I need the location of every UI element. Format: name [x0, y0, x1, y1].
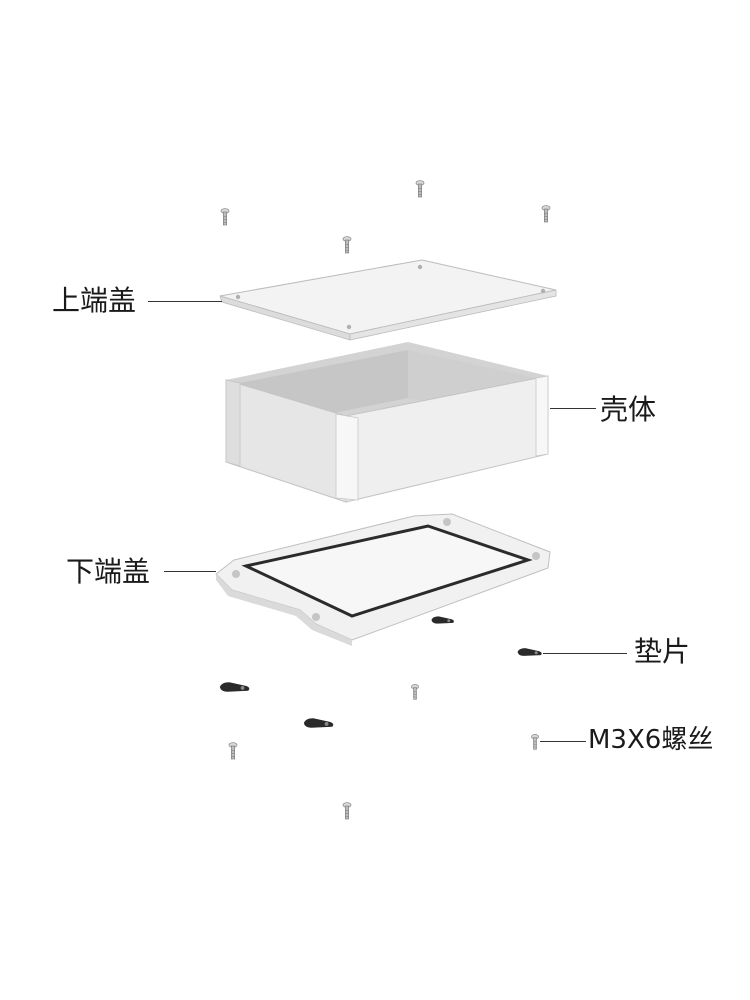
screw-icon: [541, 205, 551, 223]
bottom-cover: [215, 513, 551, 646]
leader-top-cover: [148, 301, 222, 302]
label-gasket: 垫片: [634, 635, 691, 668]
top-cover: [219, 259, 557, 341]
screw-icon: [342, 236, 352, 254]
label-top-cover: 上端盖: [52, 284, 137, 317]
leader-housing: [550, 408, 596, 409]
label-housing: 壳体: [600, 393, 657, 426]
screw-icon: [342, 802, 352, 820]
leader-bottom-cover: [164, 571, 216, 572]
gasket-icon: [517, 648, 542, 656]
label-screw: M3X6螺丝: [588, 725, 714, 755]
label-bottom-cover: 下端盖: [66, 555, 151, 588]
screw-icon: [220, 208, 230, 226]
screw-icon: [415, 180, 425, 198]
leader-gasket: [543, 653, 627, 654]
screw-icon: [228, 742, 238, 760]
gasket-icon: [303, 718, 334, 728]
leader-screw: [540, 741, 586, 742]
screw-icon: [531, 734, 539, 750]
gasket-icon: [219, 682, 250, 692]
screw-icon: [410, 684, 420, 700]
gasket-icon: [431, 616, 454, 624]
housing: [225, 342, 549, 503]
